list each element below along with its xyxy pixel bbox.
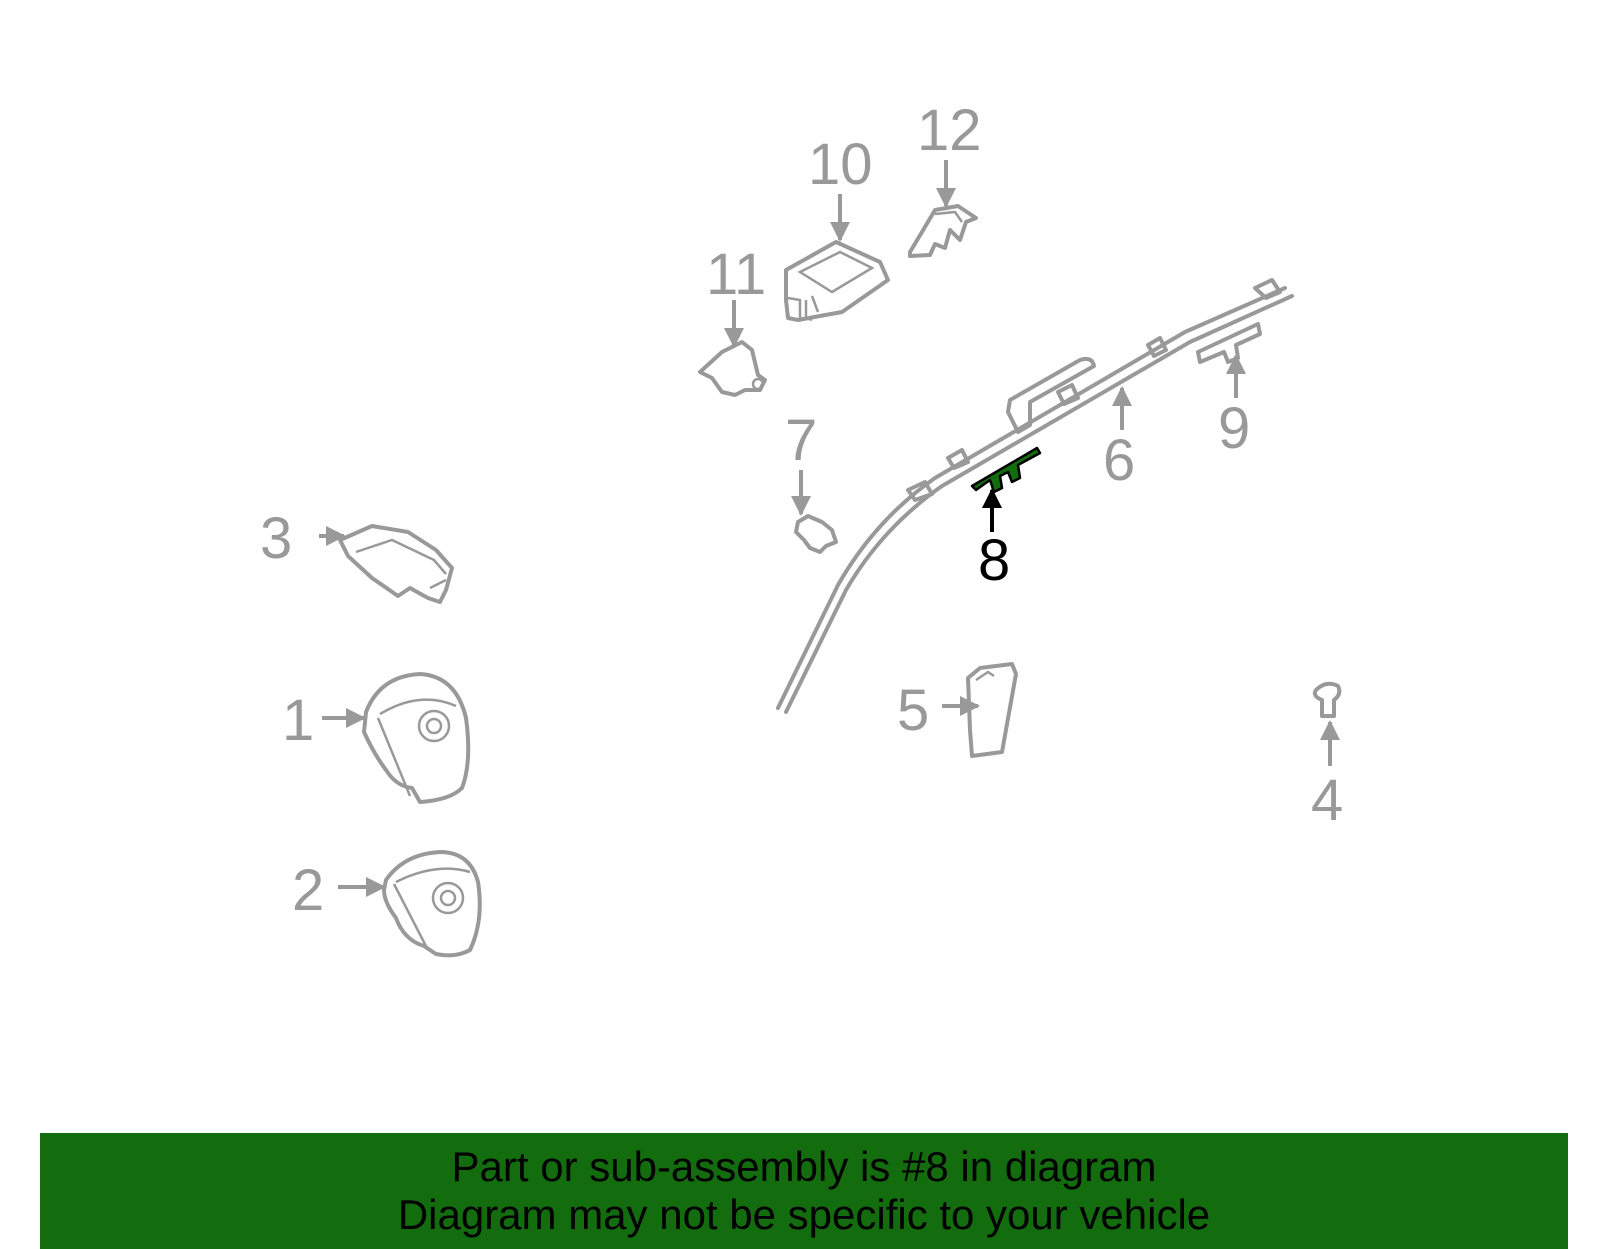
parts-diagram: 1 2 3 4 5 6 7 8 9 10 11 12 bbox=[260, 98, 1343, 958]
part-4-fastener[interactable] bbox=[1312, 681, 1342, 718]
callout-4: 4 bbox=[1311, 768, 1343, 833]
part-6-curtain-airbag[interactable] bbox=[776, 278, 1294, 714]
callout-1: 1 bbox=[282, 688, 314, 753]
part-5-side-airbag[interactable] bbox=[966, 662, 1018, 758]
callout-6: 6 bbox=[1103, 428, 1135, 493]
callouts: 1 2 3 4 5 6 7 8 9 10 11 12 bbox=[260, 98, 1343, 923]
callout-12: 12 bbox=[917, 98, 982, 163]
part-1-driver-airbag[interactable] bbox=[362, 672, 471, 804]
banner-line-1: Part or sub-assembly is #8 in diagram bbox=[451, 1143, 1157, 1190]
part-12-bracket[interactable] bbox=[908, 204, 978, 258]
banner-line-2: Diagram may not be specific to your vehi… bbox=[397, 1191, 1211, 1238]
callout-9: 9 bbox=[1218, 396, 1250, 461]
leader-lines bbox=[319, 160, 1340, 897]
part-3-knee-airbag[interactable] bbox=[338, 524, 454, 604]
part-2-driver-airbag[interactable] bbox=[382, 850, 482, 958]
part-11-sensor[interactable] bbox=[698, 340, 767, 397]
callout-11: 11 bbox=[706, 242, 766, 307]
callout-3: 3 bbox=[260, 506, 292, 571]
part-10-control-module[interactable] bbox=[784, 240, 890, 322]
part-8-bracket-highlighted[interactable] bbox=[970, 446, 1042, 494]
info-banner: Part or sub-assembly is #8 in diagram Di… bbox=[40, 1133, 1568, 1249]
callout-10: 10 bbox=[808, 132, 873, 197]
part-7-connector[interactable] bbox=[794, 514, 838, 554]
callout-5: 5 bbox=[897, 678, 929, 743]
callout-2: 2 bbox=[292, 858, 324, 923]
callout-8-highlighted: 8 bbox=[978, 528, 1010, 593]
part-9-clip[interactable] bbox=[1196, 322, 1262, 364]
callout-7: 7 bbox=[785, 408, 817, 473]
